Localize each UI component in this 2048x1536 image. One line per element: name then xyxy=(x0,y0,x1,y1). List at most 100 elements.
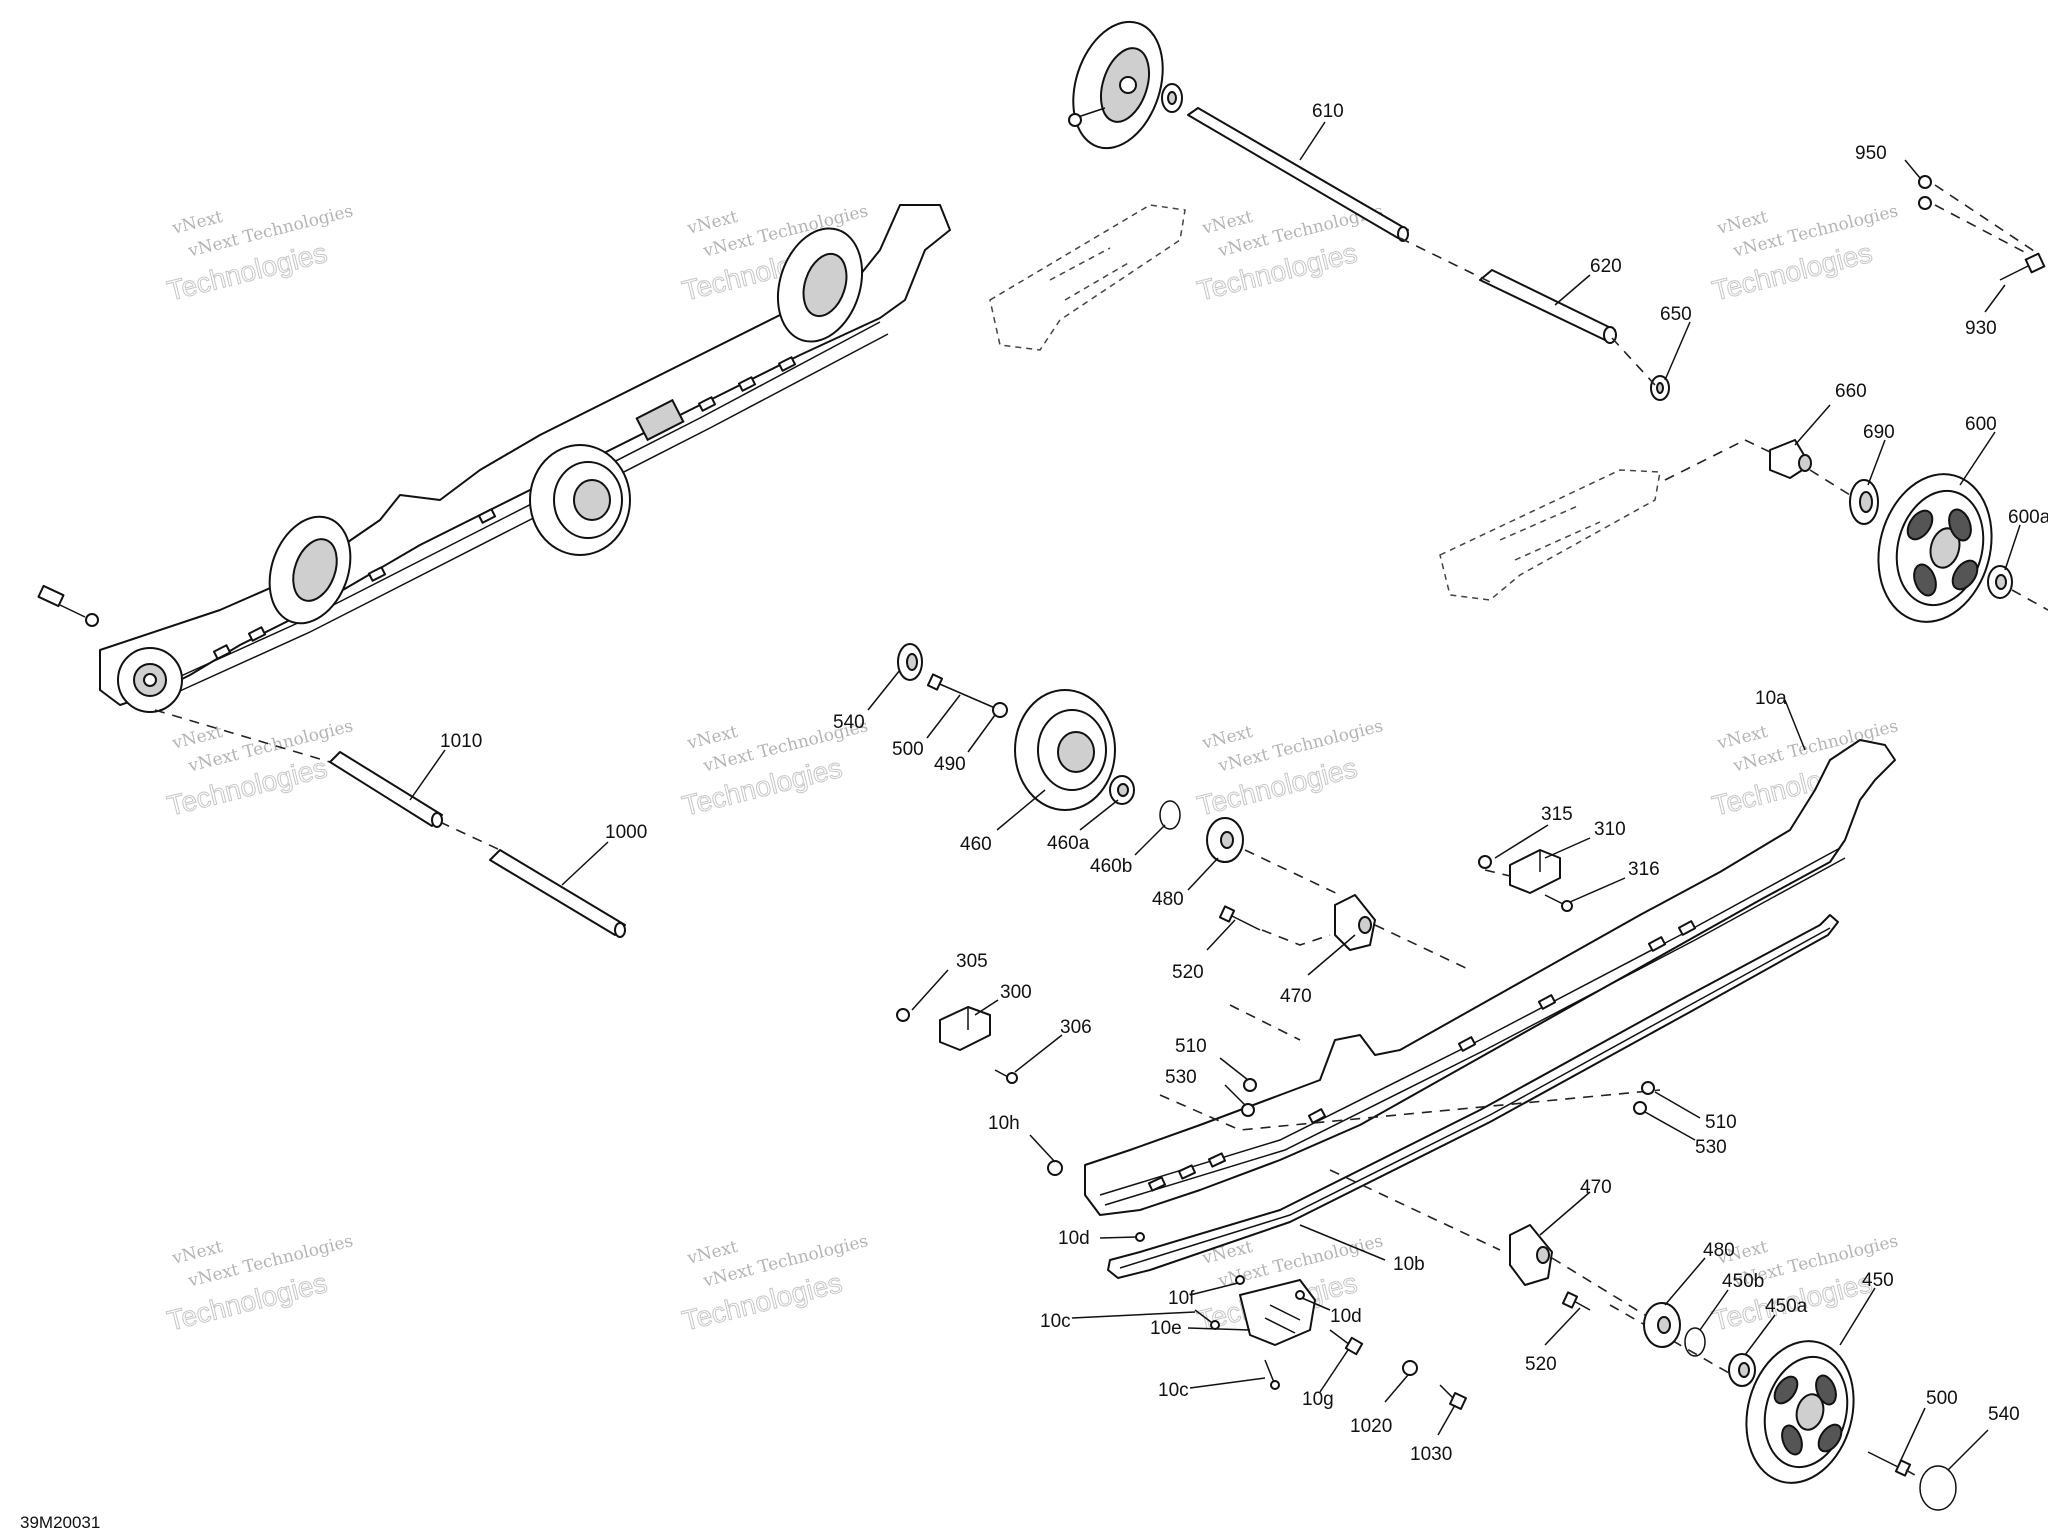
callout-label: 610 xyxy=(1312,101,1344,122)
rail-front-bolt xyxy=(37,584,99,627)
callout-label: 500 xyxy=(1926,1388,1958,1409)
assembled-rail xyxy=(37,204,951,713)
callout-label: 460 xyxy=(960,834,992,855)
callout-label: 316 xyxy=(1628,859,1660,880)
watermark-tile: vNext vNext Technologies Technologies xyxy=(679,1231,871,1337)
callout-label: 620 xyxy=(1590,256,1622,277)
part-540-cap xyxy=(1919,1465,1957,1511)
part-10g-bolt xyxy=(1329,1329,1364,1356)
rail-wheel xyxy=(268,515,352,625)
callout-label: 450b xyxy=(1722,1271,1764,1292)
callout-label: 460b xyxy=(1090,856,1132,877)
part-10d-rivet xyxy=(1295,1290,1305,1300)
watermark-tile: vNext vNext Technologies Technologies xyxy=(679,716,871,822)
rail-slide-line xyxy=(149,321,881,691)
part-450b-ring xyxy=(1684,1327,1706,1357)
callout-label: 480 xyxy=(1152,889,1184,910)
callout-label: 450a xyxy=(1765,1296,1808,1317)
callout-label: 1030 xyxy=(1410,1444,1452,1465)
cap-center xyxy=(906,653,918,671)
callout-label: 460a xyxy=(1047,833,1090,854)
callout-label: 10c xyxy=(1158,1380,1189,1401)
callout-label: 500 xyxy=(892,739,924,760)
part-300-block xyxy=(939,1006,991,1051)
phantom-bracket xyxy=(1439,469,1661,601)
callout-label: 10f xyxy=(1168,1288,1195,1309)
part-305-washer xyxy=(896,1008,910,1022)
rail-rear-wheel xyxy=(776,227,864,343)
part-510-nut xyxy=(1243,1078,1257,1092)
part-520-bolt xyxy=(1218,905,1261,931)
callout-label: 510 xyxy=(1175,1036,1207,1057)
part-10e-bracket xyxy=(1239,1279,1316,1346)
callout-label: 520 xyxy=(1172,962,1204,983)
callout-label: 660 xyxy=(1835,381,1867,402)
part-930-bolt xyxy=(1999,252,2046,281)
part-1010-shaft xyxy=(329,751,443,827)
callout-label: 950 xyxy=(1855,143,1887,164)
callout-label: 300 xyxy=(1000,982,1032,1003)
callout-label: 1000 xyxy=(605,822,647,843)
part-520-bolt-lower xyxy=(1561,1291,1591,1311)
rail-slots xyxy=(1147,920,1697,1192)
callout-label: 470 xyxy=(1280,986,1312,1007)
part-306-bolt xyxy=(994,1069,1018,1084)
callout-label: 510 xyxy=(1705,1112,1737,1133)
washer-hole xyxy=(1859,491,1873,513)
rail-axis xyxy=(1159,1089,1661,1131)
watermark-tile: vNext vNext Technologies Technologies xyxy=(164,1231,356,1337)
callout-label: 10b xyxy=(1393,1254,1425,1275)
part-660-bracket xyxy=(1769,439,1812,479)
callout-label: 530 xyxy=(1165,1067,1197,1088)
part-450-wheel xyxy=(1745,1340,1855,1484)
bracket-axis xyxy=(1664,439,1746,481)
washer-hole xyxy=(1656,382,1664,394)
part-530-nut xyxy=(1241,1103,1255,1117)
document-id: 39M20031 xyxy=(20,1513,100,1532)
phantom-bracket xyxy=(989,204,1186,351)
callout-label: 520 xyxy=(1525,1354,1557,1375)
callout-label: 540 xyxy=(1988,1404,2020,1425)
callout-label: 530 xyxy=(1695,1137,1727,1158)
part-310-block xyxy=(1509,849,1561,894)
shaft-end xyxy=(431,812,443,828)
bearing-hole xyxy=(1995,574,2007,590)
callout-label: 470 xyxy=(1580,1177,1612,1198)
rail-slide-line xyxy=(159,333,889,701)
lower-wheel-axis xyxy=(1551,1257,1921,1479)
part-1000-shaft xyxy=(489,849,626,936)
rail-centerline xyxy=(1229,869,1751,1386)
callout-label: 10g xyxy=(1302,1389,1334,1410)
top-wheel-assembly xyxy=(1068,20,1183,150)
rail-slots xyxy=(212,356,797,660)
callout-labels: 610 620 650 950 930 660 690 600 600a 101… xyxy=(440,101,2048,1465)
part-10b-slider xyxy=(1107,914,1839,1279)
part-470-block-lower xyxy=(1509,1224,1553,1286)
washer-hole xyxy=(1220,831,1234,849)
part-316-bolt xyxy=(1544,894,1573,912)
callout-label: 930 xyxy=(1965,318,1997,339)
part-600-wheel xyxy=(1877,473,1993,623)
callout-label: 10h xyxy=(988,1113,1020,1134)
part-460b-ring xyxy=(1159,800,1181,830)
callout-label: 600 xyxy=(1965,414,1997,435)
callout-label: 1010 xyxy=(440,731,482,752)
slider-line xyxy=(1119,927,1831,1269)
watermark-tile: vNext vNext Technologies Technologies xyxy=(1194,201,1386,307)
block-axis xyxy=(1374,924,1471,971)
rail-10a-body xyxy=(1084,739,1896,1216)
part-315-washer xyxy=(1478,855,1492,869)
callout-label: 600a xyxy=(2008,507,2048,528)
callout-label: 10d xyxy=(1058,1228,1090,1249)
part-950-nuts xyxy=(1918,175,1932,210)
part-10d-rivet xyxy=(1135,1232,1145,1242)
rail-block xyxy=(635,398,685,442)
nut-axis xyxy=(1934,184,2041,256)
part-500-bolt xyxy=(926,673,996,709)
callout-label: 310 xyxy=(1594,819,1626,840)
callout-label: 10a xyxy=(1755,688,1787,709)
callout-label: 10c xyxy=(1040,1311,1071,1332)
watermark-tile: vNext vNext Technologies Technologies xyxy=(1709,201,1901,307)
part-1030-bolt xyxy=(1439,1384,1467,1410)
